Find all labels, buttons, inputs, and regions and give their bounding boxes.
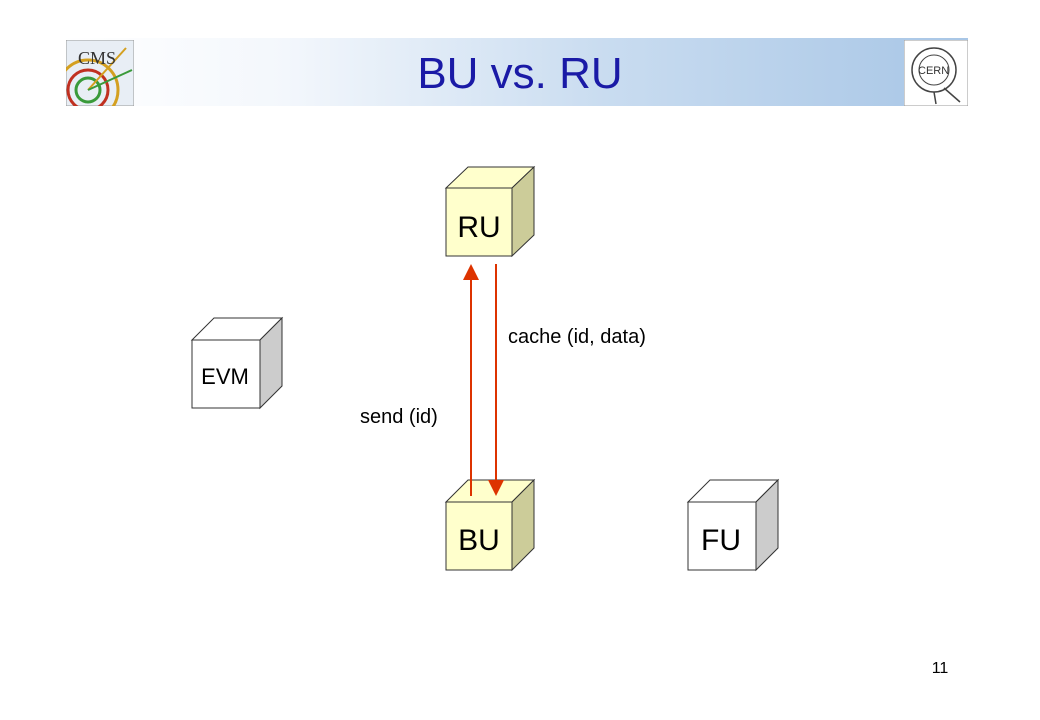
ru-node-label: RU [457, 211, 500, 244]
send-label: send (id) [360, 406, 438, 428]
evm-node[interactable]: EVM [190, 316, 284, 410]
fu-node[interactable]: FU [686, 478, 780, 572]
page-title: BU vs. RU [417, 49, 623, 98]
bu-node[interactable]: BU [444, 478, 536, 572]
svg-text:CMS: CMS [78, 48, 116, 68]
title-bar [60, 38, 968, 106]
fu-node-label: FU [701, 524, 741, 557]
cms-logo: CMS [66, 40, 134, 106]
ru-node[interactable]: RU [444, 165, 536, 258]
bu-node-front [445, 501, 513, 571]
bu-node-label: BU [458, 524, 500, 557]
fu-node-front [687, 501, 757, 571]
cern-logo-text: CERN [918, 65, 949, 77]
evm-node-label: EVM [201, 364, 249, 389]
evm-node-front [191, 339, 261, 409]
page-number: 11 [931, 660, 949, 677]
ru-node-front [445, 187, 513, 257]
cern-logo: CERN [904, 40, 968, 106]
cache-label: cache (id, data) [508, 326, 646, 348]
